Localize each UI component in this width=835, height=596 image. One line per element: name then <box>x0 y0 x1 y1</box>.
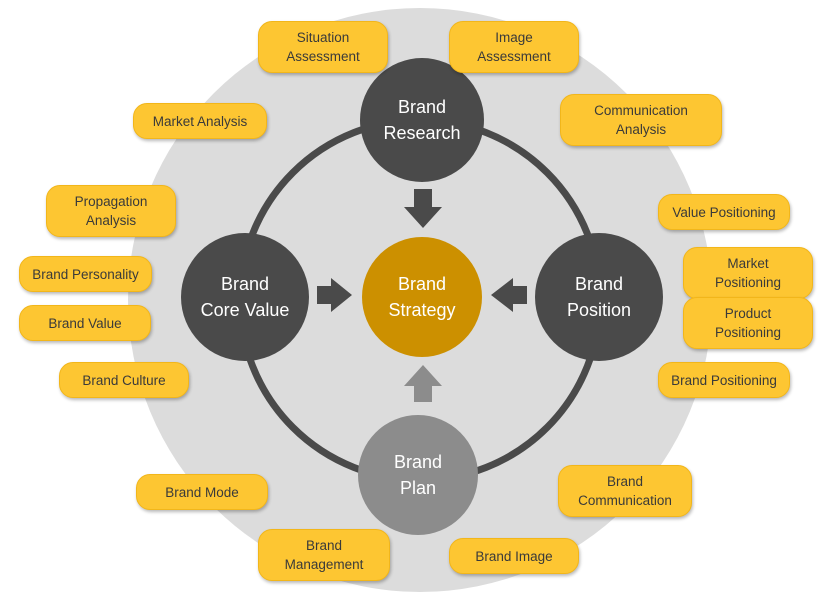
brand-core-value-circle <box>181 233 309 361</box>
brand-core-value-label: Brand Core Value <box>181 233 309 361</box>
brand-core-value-line1: Brand <box>220 274 270 294</box>
brand-research-line2: Research <box>383 123 461 143</box>
brand-strategy-line2: Strategy <box>388 300 456 320</box>
brand-image-label: Brand Image <box>449 538 579 574</box>
brand-research-label: Brand Research <box>360 58 484 182</box>
market-analysis-label: Market Analysis <box>133 103 267 139</box>
brand-core-value-line2: Core Value <box>200 300 290 320</box>
arrow-down-icon <box>404 189 442 228</box>
brand-personality-label: Brand Personality <box>19 256 152 292</box>
brand-research-line1: Brand <box>397 97 447 117</box>
brand-strategy-circle <box>362 237 482 357</box>
brand-research-circle <box>360 58 484 182</box>
brand-value-label: Brand Value <box>19 305 151 341</box>
brand-strategy-line1: Brand <box>397 274 447 294</box>
brand-positioning-label: Brand Positioning <box>658 362 790 398</box>
arrow-up-icon <box>404 365 442 402</box>
brand-position-line1: Brand <box>574 274 624 294</box>
arrow-right-icon <box>317 278 352 312</box>
brand-position-circle <box>535 233 663 361</box>
brand-plan-label: Brand Plan <box>358 415 478 535</box>
arrow-left-icon <box>491 278 527 312</box>
brand-strategy-label: Brand Strategy <box>362 237 482 357</box>
brand-culture-label: Brand Culture <box>59 362 189 398</box>
brand-plan-circle <box>358 415 478 535</box>
brand-plan-line1: Brand <box>393 452 443 472</box>
brand-mode-label: Brand Mode <box>136 474 268 510</box>
brand-position-line2: Position <box>566 300 632 320</box>
brand-position-label: Brand Position <box>535 233 663 361</box>
value-positioning-label: Value Positioning <box>658 194 790 230</box>
brand-plan-line2: Plan <box>399 478 437 498</box>
